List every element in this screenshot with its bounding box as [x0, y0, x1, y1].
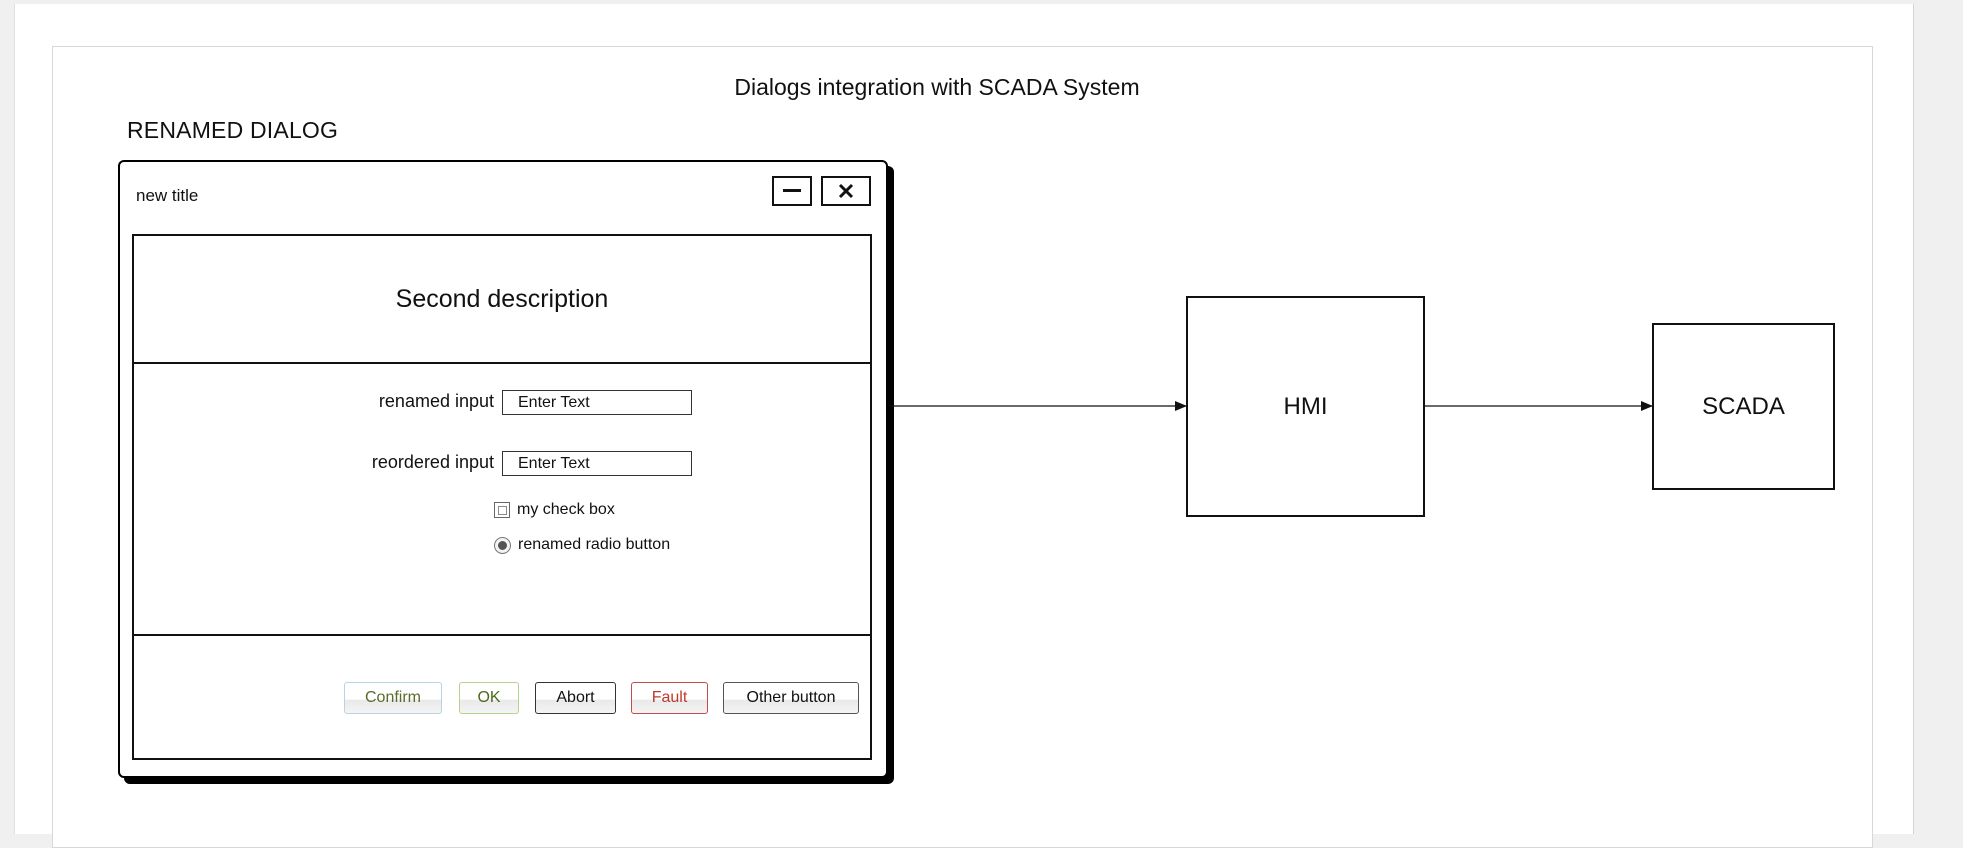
ok-button[interactable]: OK: [459, 682, 519, 714]
check-box-row[interactable]: my check box: [494, 501, 615, 519]
checkbox-inner: [497, 505, 507, 515]
connector-arrows: [890, 401, 1653, 411]
dialog-caption: RENAMED DIALOG: [127, 117, 339, 143]
scada-block: SCADA: [1652, 323, 1835, 490]
diagram-title: Dialogs integration with SCADA System: [734, 74, 1140, 100]
renamed-input[interactable]: [502, 390, 692, 415]
fault-button[interactable]: Fault: [631, 682, 708, 714]
minimize-icon: [783, 189, 801, 192]
form-section: renamed input reordered input my check b…: [134, 364, 870, 636]
close-button[interactable]: [821, 176, 871, 206]
scada-label: SCADA: [1702, 392, 1785, 420]
radio-button[interactable]: [494, 536, 511, 554]
dialog-window: new title Second description renamed inp…: [118, 160, 888, 778]
minimize-button[interactable]: [772, 176, 812, 206]
button-bar: Confirm OK Abort Fault Other button: [134, 636, 870, 758]
confirm-button[interactable]: Confirm: [344, 682, 442, 714]
dialog-body: Second description renamed input reorder…: [132, 234, 872, 760]
hmi-label: HMI: [1283, 392, 1328, 420]
close-icon: [838, 183, 854, 199]
abort-button[interactable]: Abort: [535, 682, 616, 714]
hmi-block: HMI: [1186, 296, 1425, 517]
reordered-input-label: reordered input: [371, 452, 494, 472]
radio-button-label: renamed radio button: [518, 536, 671, 553]
other-button[interactable]: Other button: [723, 682, 859, 714]
dialog-description: Second description: [134, 236, 870, 364]
checkbox[interactable]: [494, 502, 510, 518]
radio-button-row[interactable]: renamed radio button: [494, 536, 670, 554]
radio-dot: [498, 540, 507, 550]
reordered-input[interactable]: [502, 451, 692, 476]
renamed-input-label: renamed input: [378, 391, 494, 411]
checkbox-label: my check box: [517, 501, 615, 518]
dialog-title: new title: [136, 186, 199, 205]
